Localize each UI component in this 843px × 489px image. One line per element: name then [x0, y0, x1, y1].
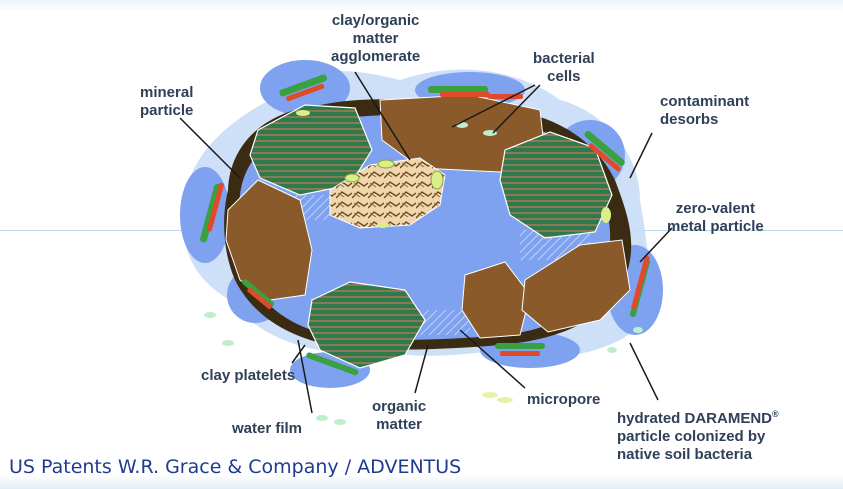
label-micropore: micropore	[527, 391, 600, 409]
label-organic-matter: organic matter	[372, 398, 426, 434]
label-clay-platelets: clay platelets	[201, 367, 295, 385]
label-water-film: water film	[232, 420, 302, 438]
label-contaminant-desorbs: contaminant desorbs	[660, 93, 749, 129]
label-daramend: hydrated DARAMEND® particle colonized by…	[617, 405, 779, 464]
label-zero-valent: zero-valent metal particle	[667, 200, 764, 236]
label-bacterial-cells: bacterial cells	[533, 50, 595, 86]
footer-credits: US Patents W.R. Grace & Company / ADVENT…	[9, 456, 461, 478]
label-clay-organic: clay/organic matter agglomerate	[331, 12, 420, 66]
label-mineral-particle: mineral particle	[140, 84, 193, 120]
